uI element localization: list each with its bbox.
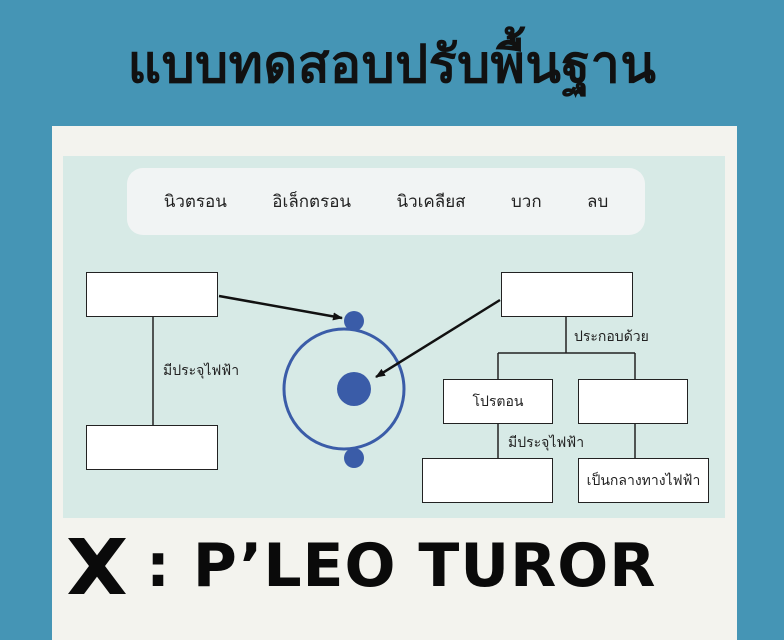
x-logo-icon: [68, 538, 126, 594]
arrow-to-electron: [218, 294, 343, 321]
answer-box-right-middle[interactable]: [578, 379, 688, 424]
word-bank-item: ลบ: [587, 192, 609, 212]
consists-of-label: ประกอบด้วย: [574, 329, 649, 345]
footer-credit: : P’LEO TUROR: [66, 526, 657, 606]
atom-orbit: [282, 327, 406, 451]
answer-box-left-top[interactable]: [86, 272, 218, 317]
page-title: แบบทดสอบปรับพื้นฐาน: [127, 35, 657, 95]
proton-box: โปรตอน: [443, 379, 553, 424]
answer-box-right-bottom[interactable]: [422, 458, 553, 503]
arrow-to-nucleus: [375, 298, 501, 379]
neutral-box: เป็นกลางทางไฟฟ้า: [578, 458, 709, 503]
word-bank: นิวตรอน อิเล็กตรอน นิวเคลียส บวก ลบ: [127, 168, 645, 235]
footer-text: : P’LEO TUROR: [146, 531, 657, 601]
word-bank-item: อิเล็กตรอน: [272, 192, 352, 212]
word-bank-item: นิวเคลียส: [396, 192, 466, 212]
answer-box-left-bottom[interactable]: [86, 425, 218, 470]
left-charge-label: มีประจุไฟฟ้า: [163, 363, 240, 379]
electron-bottom: [344, 448, 364, 468]
word-bank-item: นิวตรอน: [163, 192, 227, 212]
proton-charge-label: มีประจุไฟฟ้า: [508, 435, 585, 451]
electron-top: [344, 311, 364, 331]
nucleus: [337, 372, 371, 406]
answer-box-right-top[interactable]: [501, 272, 633, 317]
word-bank-item: บวก: [510, 192, 542, 212]
